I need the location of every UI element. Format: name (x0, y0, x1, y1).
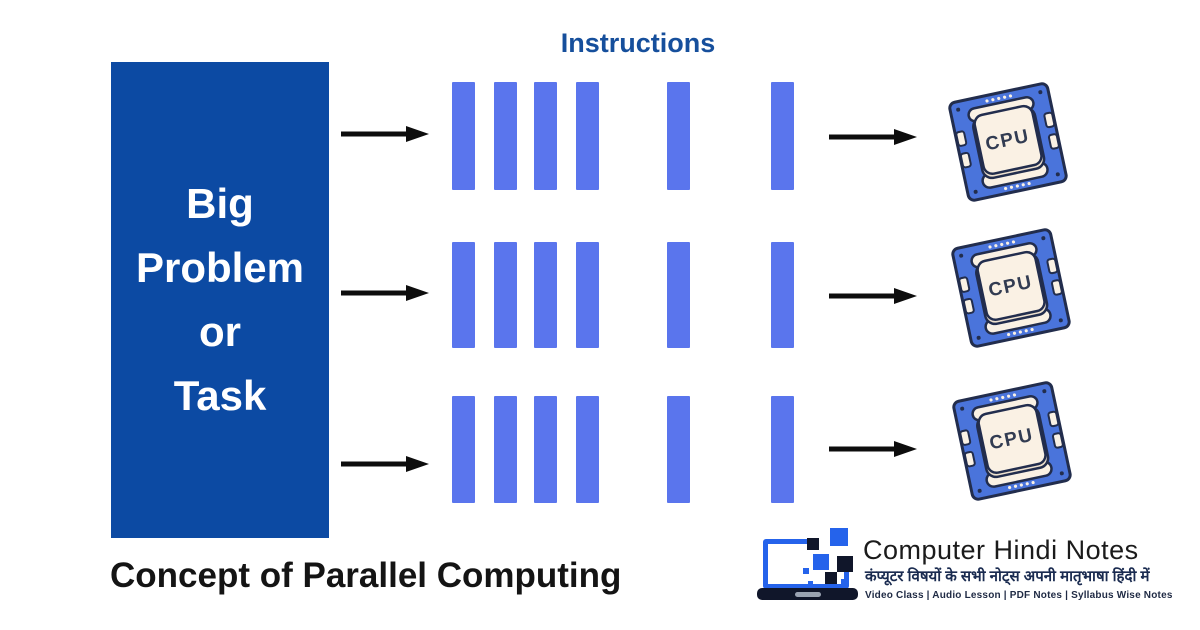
instruction-bar (452, 242, 475, 348)
brand-services: Video Class | Audio Lesson | PDF Notes |… (865, 590, 1173, 601)
instruction-bar (771, 242, 794, 348)
instruction-bar (576, 396, 599, 503)
instruction-bar (452, 396, 475, 503)
instruction-bar (576, 242, 599, 348)
problem-box-line: or (199, 308, 241, 355)
arrow-right-icon (340, 455, 430, 473)
instruction-bar (667, 82, 690, 190)
instruction-stream-2 (452, 242, 794, 348)
arrow-right-icon (828, 440, 918, 458)
instruction-bar (576, 82, 599, 190)
instruction-stream-1 (452, 82, 794, 190)
instruction-bar (667, 242, 690, 348)
arrow-right-icon (340, 284, 430, 302)
arrow-right-icon (340, 125, 430, 143)
cpu-chip-icon: CPU (951, 228, 1071, 348)
instruction-bar (494, 242, 517, 348)
arrow-right-icon (828, 128, 918, 146)
cpu-chip-icon: CPU (948, 82, 1068, 202)
problem-box-line: Problem (135, 244, 305, 291)
instruction-bar (494, 82, 517, 190)
instruction-bar (534, 242, 557, 348)
instruction-stream-3 (452, 396, 794, 503)
diagram-caption: Concept of Parallel Computing (110, 556, 622, 595)
arrow-right-icon (828, 287, 918, 305)
instruction-bar (667, 396, 690, 503)
instruction-bar (771, 396, 794, 503)
brand-tagline-hindi: कंप्यूटर विषयों के सभी नोट्स अपनी मातृभा… (865, 568, 1150, 585)
instruction-bar (771, 82, 794, 190)
instruction-bar (534, 82, 557, 190)
laptop-logo-icon (757, 528, 870, 602)
big-problem-box: Big Problem or Task (111, 62, 329, 538)
instructions-heading: Instructions (560, 28, 716, 58)
instruction-bar (534, 396, 557, 503)
problem-box-line: Big (186, 180, 254, 227)
instruction-bar (494, 396, 517, 503)
cpu-chip-icon: CPU (952, 381, 1072, 501)
problem-box-line: Task (173, 372, 267, 419)
brand-name: Computer Hindi Notes (863, 535, 1139, 565)
instruction-bar (452, 82, 475, 190)
